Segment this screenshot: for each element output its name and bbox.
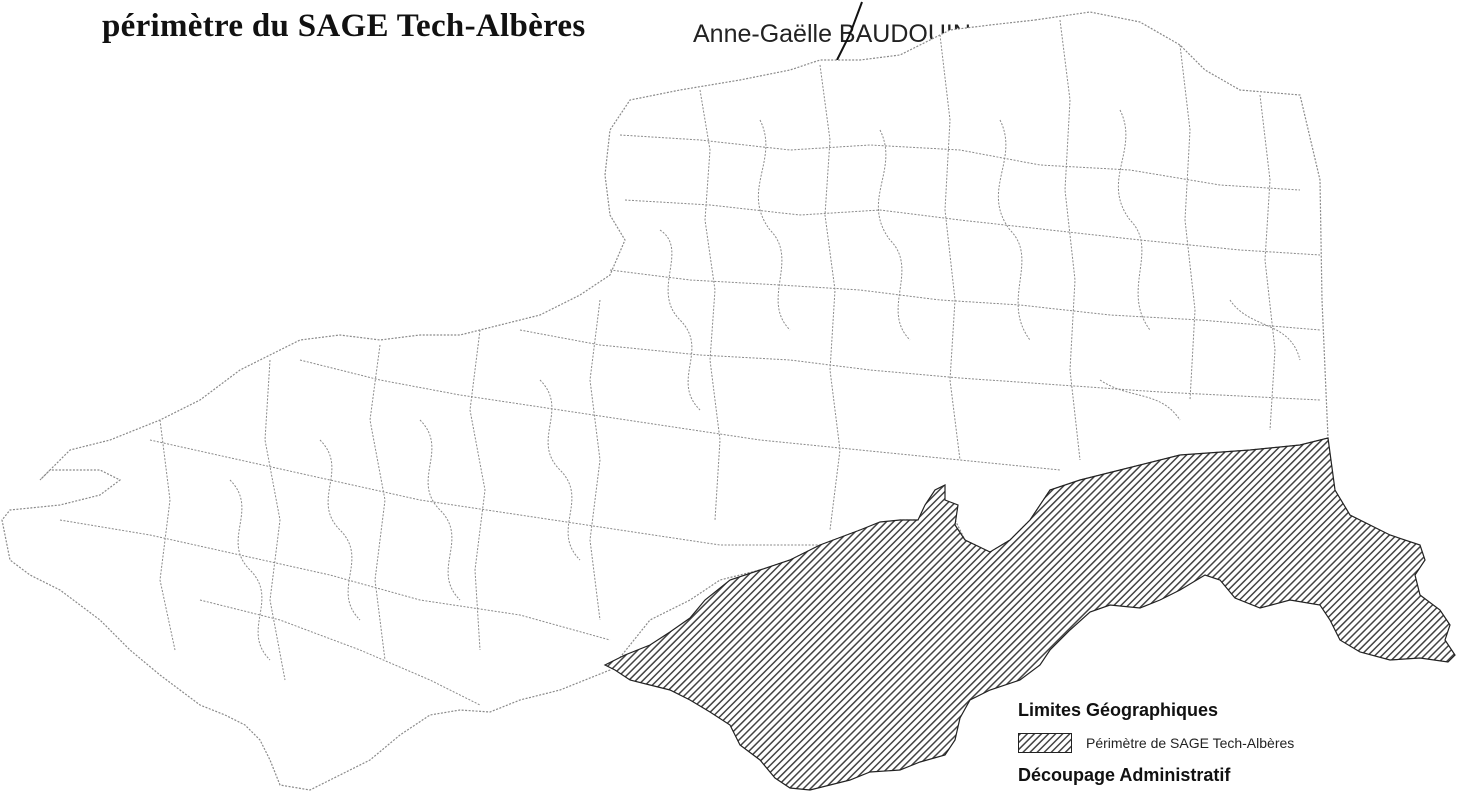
legend-heading: Limites Géographiques xyxy=(1018,700,1219,720)
legend-heading-2: Découpage Administratif xyxy=(1018,765,1231,785)
legend-item-label: Périmètre de SAGE Tech-Albères xyxy=(1086,735,1295,751)
map-title: périmètre du SAGE Tech-Albères xyxy=(102,8,586,44)
sage-perimeter-area xyxy=(603,437,1456,791)
commune-boundaries xyxy=(59,19,1321,706)
legend-item: Périmètre de SAGE Tech-Albères xyxy=(1018,733,1478,753)
hatch-swatch-icon xyxy=(1018,733,1072,753)
legend: Limites Géographiques Périmètre de SAGE … xyxy=(1018,700,1478,799)
department-outline xyxy=(1,11,1329,791)
